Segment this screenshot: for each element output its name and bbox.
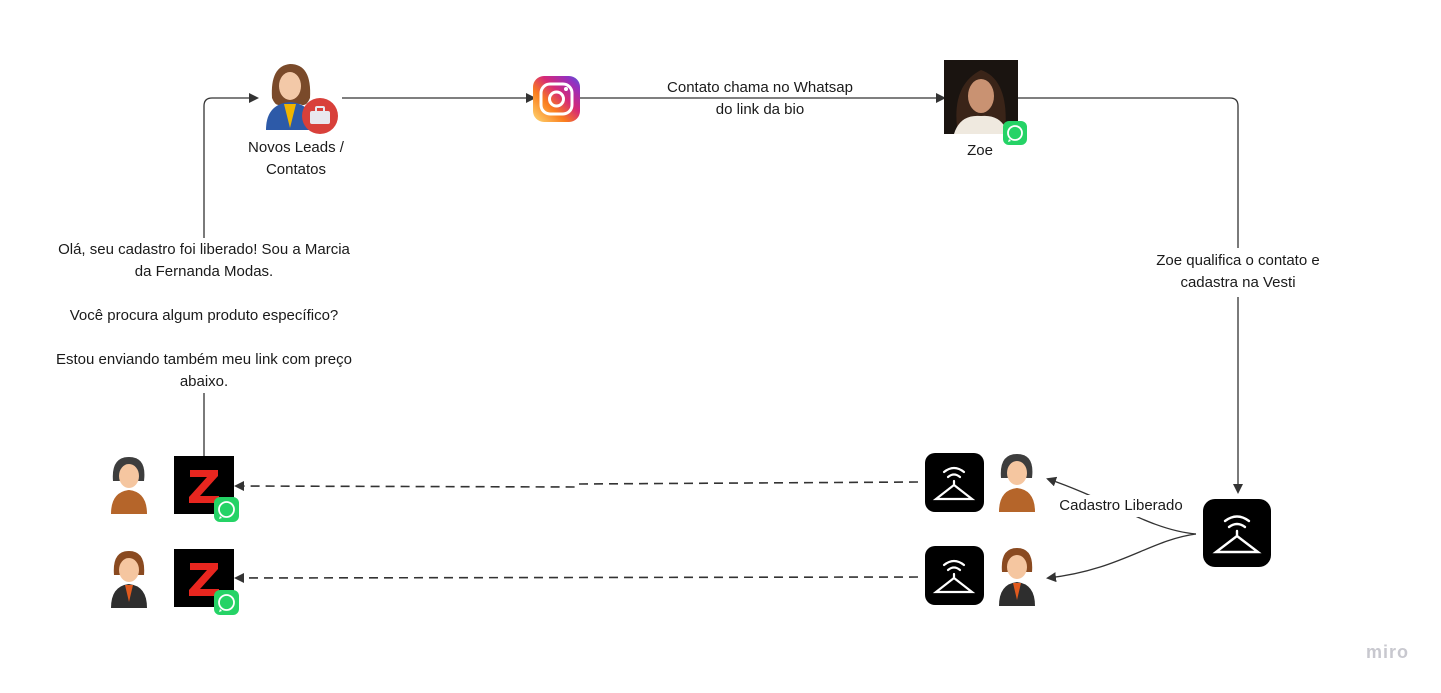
businesswoman-briefcase-icon (266, 64, 338, 134)
vesti-hanger-icon (925, 453, 984, 512)
instagram-icon[interactable] (533, 76, 580, 122)
woman-avatar-icon (111, 457, 147, 514)
whatsapp-icon (214, 590, 239, 615)
connector-zoe-to-vesti (1018, 97, 1238, 492)
woman-avatar-icon (999, 454, 1035, 512)
whatsapp-icon (214, 497, 239, 522)
instagram-to-zoe-label: Contato chama no Whatsap do link da bio (667, 79, 853, 118)
cadastro-liberado-label: Cadastro Liberado (1048, 495, 1194, 517)
zoe-to-vesti-label: Zoe qualifica o contato e cadastra na Ve… (1136, 250, 1340, 294)
miro-logo: miro (1365, 642, 1409, 662)
woman-suit-avatar-icon (111, 551, 147, 608)
woman-photo-avatar (944, 60, 1018, 134)
zoe-label: Zoe (967, 142, 993, 159)
vesti-hanger-icon (925, 546, 984, 605)
connector-text-to-leads (203, 93, 259, 238)
whatsapp-icon (1003, 121, 1027, 145)
connector-vesti-to-client2 (1046, 533, 1197, 583)
leads-label: Novos Leads / Contatos (248, 139, 344, 178)
dashed-connector-row2 (234, 572, 919, 583)
vesti-hanger-icon (1203, 499, 1271, 567)
welcome-message-text: Olá, seu cadastro foi liberado! Sou a Ma… (36, 239, 372, 393)
woman-suit-avatar-icon (999, 548, 1035, 606)
dashed-connector-row1 (234, 481, 919, 492)
